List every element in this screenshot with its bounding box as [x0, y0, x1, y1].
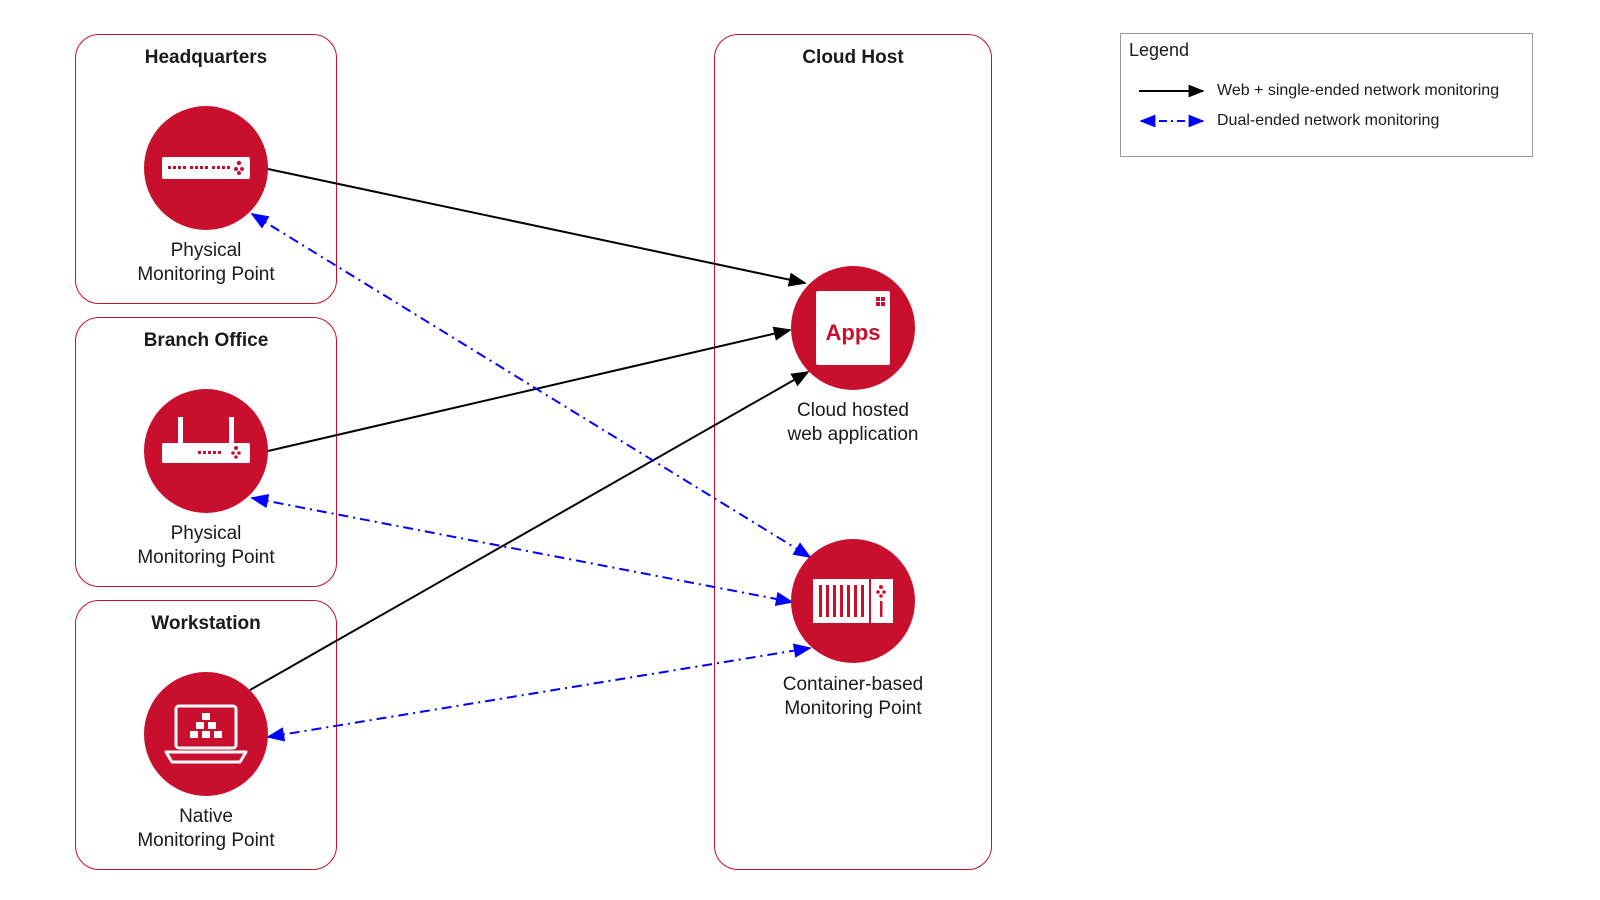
node-label-native-line1: Native	[179, 806, 233, 827]
legend-label-solid: Web + single-ended network monitoring	[1217, 82, 1500, 99]
node-label-hq-line1: Physical	[170, 240, 242, 261]
node-label-native-line2: Monitoring Point	[137, 830, 275, 851]
node-container-monitoring-point	[791, 539, 915, 663]
apps-window-icon: Apps	[816, 291, 890, 365]
apps-icon-text: Apps	[826, 320, 881, 345]
legend-label-dual: Dual-ended network monitoring	[1217, 112, 1440, 129]
router-appliance-icon	[162, 417, 250, 463]
edge-workstation-to-apps	[249, 371, 810, 691]
node-cloud-app: Apps	[791, 266, 915, 390]
legend-title: Legend	[1129, 40, 1190, 60]
node-hq-monitoring-point	[144, 106, 268, 230]
node-label-container-line2: Monitoring Point	[784, 698, 922, 719]
node-branch-monitoring-point	[144, 389, 268, 513]
group-title-branch-office: Branch Office	[143, 330, 269, 351]
node-native-monitoring-point	[144, 672, 268, 796]
edge-workstation-container-dual	[266, 643, 812, 742]
laptop-icon	[164, 704, 248, 764]
node-label-native: Native Monitoring Point	[86, 805, 326, 853]
group-title-headquarters: Headquarters	[144, 47, 268, 68]
node-label-hq-line2: Monitoring Point	[137, 264, 275, 285]
node-label-cloud-app: Cloud hosted web application	[733, 399, 973, 447]
legend-dual-arrow-icon	[1139, 114, 1205, 128]
node-label-branch: Physical Monitoring Point	[86, 522, 326, 570]
group-title-cloud-host: Cloud Host	[802, 47, 904, 68]
node-label-cloud-app-line2: web application	[787, 424, 919, 445]
container-icon	[813, 579, 893, 623]
group-title-workstation: Workstation	[151, 613, 261, 634]
edge-hq-to-apps	[267, 168, 807, 287]
rack-appliance-icon	[162, 157, 250, 179]
edge-branch-to-apps	[267, 326, 792, 452]
legend: Legend Web + single-ended network monito…	[1120, 33, 1533, 157]
node-label-hq: Physical Monitoring Point	[86, 239, 326, 287]
legend-solid-arrow-icon	[1139, 84, 1205, 98]
node-label-branch-line1: Physical	[170, 523, 242, 544]
node-label-container: Container-based Monitoring Point	[733, 673, 973, 721]
node-label-cloud-app-line1: Cloud hosted	[797, 400, 909, 421]
node-label-branch-line2: Monitoring Point	[137, 547, 275, 568]
node-label-container-line1: Container-based	[782, 674, 924, 695]
edge-branch-container-dual	[250, 493, 794, 607]
group-headquarters: Headquarters	[75, 34, 337, 304]
